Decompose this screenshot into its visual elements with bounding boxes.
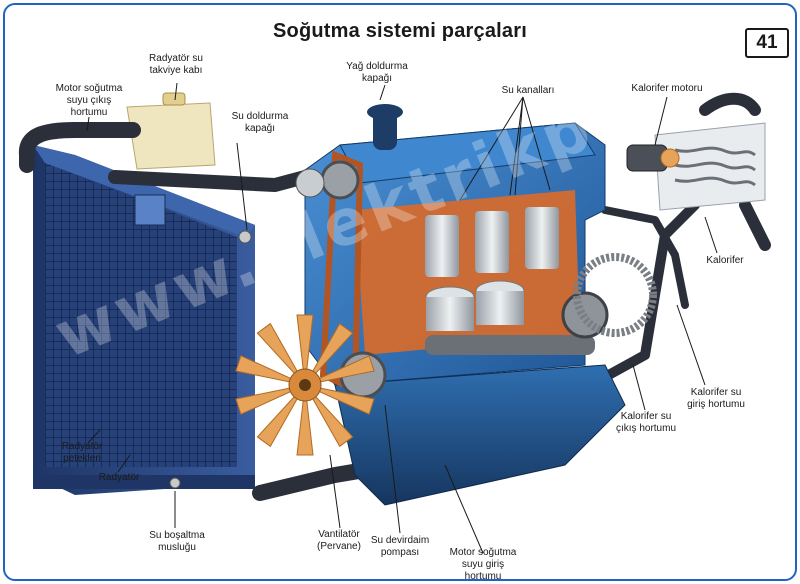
label-radyator-su-takviye-kabi: Radyatör su takviye kabı xyxy=(149,53,203,76)
fan xyxy=(235,314,375,456)
radiator xyxy=(33,145,255,495)
label-kalorifer: Kalorifer xyxy=(706,255,744,266)
engine-block xyxy=(304,104,657,506)
label-radyator-petekleri: Radyatör petekleri xyxy=(61,441,103,464)
label-kalorifer-motoru: Kalorifer motoru xyxy=(631,83,703,94)
label-motor-sogutma-suyu-cikis-hortumu: Motor soğutma suyu çıkış hortumu xyxy=(55,83,123,118)
label-su-kanallari: Su kanalları xyxy=(501,85,555,96)
expansion-tank xyxy=(126,92,216,170)
label-motor-sogutma-suyu-giris-hortumu: Motor soğutma suyu giriş hortumu xyxy=(449,547,517,581)
label-kalorifer-su-cikis-hortumu: Kalorifer su çıkış hortumu xyxy=(615,411,677,434)
label-kalorifer-su-giris-hortumu: Kalorifer su giriş hortumu xyxy=(687,387,745,410)
cooling-system-illustration xyxy=(18,82,771,554)
label-vantilator: Vantilatör (Pervane) xyxy=(317,529,361,552)
label-su-bosaltma-muslugu: Su boşaltma musluğu xyxy=(149,530,205,553)
heater xyxy=(626,122,766,211)
label-yag-doldurma-kapagi: Yağ doldurma kapağı xyxy=(346,61,408,84)
diagram-frame: www.elektrikport.com Soğutma sistemi par… xyxy=(3,3,797,581)
label-su-devirdaim-pompasi: Su devirdaim pompası xyxy=(370,535,430,558)
timing-belt xyxy=(295,150,387,399)
leader-lines xyxy=(86,82,718,554)
label-radyator: Radyatör xyxy=(98,472,140,483)
page-title: Soğutma sistemi parçaları xyxy=(273,20,527,42)
label-su-doldurma-kapagi: Su doldurma kapağı xyxy=(231,111,289,134)
page-number-badge: 41 xyxy=(745,28,789,58)
